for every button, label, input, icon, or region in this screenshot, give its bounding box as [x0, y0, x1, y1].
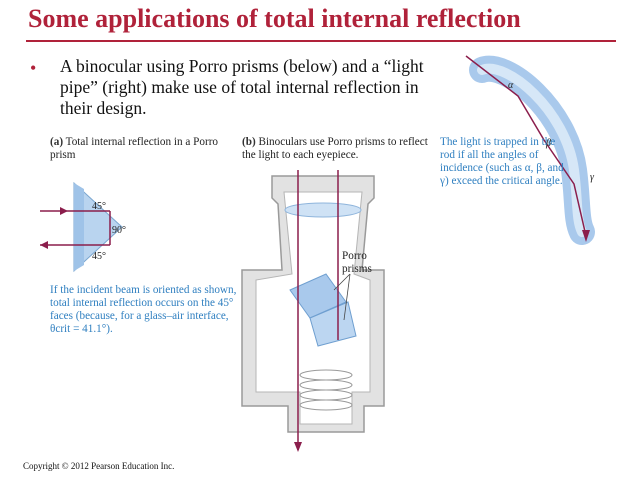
angle-right-label: 90°	[112, 225, 126, 236]
panel-a-tag: (a)	[50, 136, 64, 148]
angle-top-label: 45°	[92, 201, 106, 212]
light-pipe-highlight	[477, 63, 587, 237]
copyright-footer: Copyright © 2012 Pearson Education Inc.	[23, 461, 175, 471]
porro-prism-lower	[309, 301, 357, 347]
alpha-label: α	[508, 80, 514, 91]
panel-b-caption: (b) Binoculars use Porro prisms to refle…	[242, 136, 432, 162]
trapped-ray	[465, 55, 587, 237]
panel-a-caption-text: Total internal reflection in a Porro pri…	[50, 136, 219, 161]
exit-arrow	[40, 241, 48, 249]
pipe-exit-arrow	[582, 230, 590, 242]
porro-prism-figure: 45° 90° 45°	[40, 181, 126, 273]
panel-c-caption: The light is trapped in the rod if all t…	[440, 136, 564, 187]
panel-b-tag: (b)	[242, 136, 256, 148]
title-rule	[26, 40, 616, 42]
binocular-figure	[241, 170, 385, 452]
beta-label: β	[545, 138, 551, 149]
light-pipe-figure: α β γ	[465, 55, 595, 245]
ray-exit-arrow	[294, 442, 302, 452]
gamma-label: γ	[590, 172, 595, 183]
panel-b-caption-text: Binoculars use Porro prisms to reflect t…	[242, 136, 428, 161]
bullet-text: A binocular using Porro prisms (below) a…	[60, 56, 424, 118]
label-leader-2	[343, 273, 351, 321]
porro-prisms-label: Porro prisms	[342, 250, 372, 275]
prism-side	[74, 183, 84, 271]
eyepiece-ring-4	[299, 399, 353, 411]
bullet-marker: •	[30, 58, 37, 78]
incident-arrow	[60, 207, 68, 215]
objective-lens	[284, 202, 362, 218]
panel-a-caption: (a) Total internal reflection in a Porro…	[50, 136, 220, 162]
label-leader-1	[333, 273, 351, 291]
slide-title: Some applications of total internal refl…	[28, 4, 521, 33]
panel-a-note: If the incident beam is oriented as show…	[50, 284, 237, 335]
angle-bottom-label: 45°	[92, 251, 106, 262]
